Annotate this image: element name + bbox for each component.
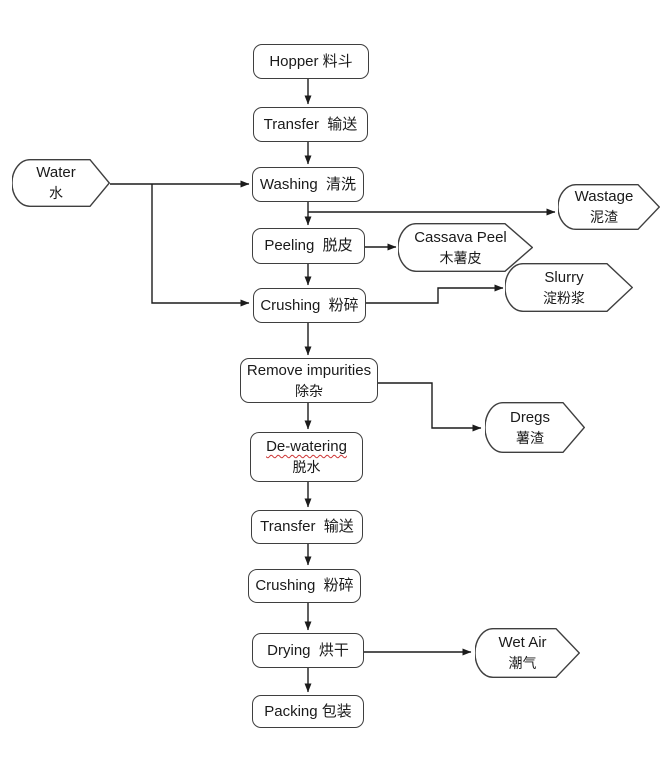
terminator-shape (505, 263, 633, 312)
process-box-label: Crushing 粉碎 (255, 577, 354, 594)
terminator-label-zh: 水 (49, 185, 63, 201)
terminator-label-en: Wastage (574, 188, 634, 205)
terminator-label-en: Slurry (544, 268, 584, 286)
terminator-label-zh: 薯渣 (516, 429, 544, 446)
process-box-crushing-2: Crushing 粉碎 (248, 569, 361, 603)
terminator-shape (485, 402, 585, 453)
process-box-drying: Drying 烘干 (252, 633, 364, 668)
process-box-hopper: Hopper 料斗 (253, 44, 369, 79)
terminator-cassava-peel: Cassava Peel 木薯皮 (398, 223, 533, 272)
process-box-label: Crushing 粉碎 (260, 296, 359, 314)
process-box-peeling: Peeling 脱皮 (252, 228, 365, 264)
process-box-transfer-1: Transfer 输送 (253, 107, 368, 142)
terminator-water: Water 水 (12, 159, 110, 207)
process-box-label: Packing 包装 (264, 702, 352, 720)
terminator-wastage: Wastage 泥渣 (558, 184, 660, 230)
process-box-label-zh: 脱水 (292, 459, 321, 475)
process-box-label-en: Remove impurities (246, 361, 372, 379)
process-box-transfer-2: Transfer 输送 (251, 510, 363, 544)
terminator-shape (12, 159, 110, 207)
terminator-label-en: Wet Air (498, 634, 547, 651)
process-box-label: Transfer 输送 (260, 518, 354, 535)
process-box-dewatering: De-watering 脱水 (250, 432, 363, 482)
terminator-label-zh: 泥渣 (590, 209, 618, 225)
terminator-wet-air: Wet Air 潮气 (475, 628, 580, 678)
terminator-label-zh: 木薯皮 (439, 249, 482, 266)
terminator-shape (398, 223, 533, 272)
terminator-label-en: Cassava Peel (414, 228, 507, 246)
process-box-label: Drying 烘干 (267, 641, 349, 659)
process-box-packing: Packing 包装 (252, 695, 364, 728)
connector-crushing-slurry (366, 284, 504, 304)
connector-remove-impurities-dregs (378, 382, 482, 432)
terminator-shape (558, 184, 660, 230)
terminator-label-en: Water (36, 164, 76, 181)
terminator-label-zh: 潮气 (508, 655, 537, 671)
terminator-label-zh: 淀粉浆 (543, 289, 585, 306)
process-box-remove-impurities: Remove impurities 除杂 (240, 358, 378, 403)
process-box-label: Transfer 输送 (263, 115, 358, 133)
process-box-label: Hopper 料斗 (269, 52, 353, 70)
process-box-label: Washing 清洗 (259, 175, 357, 193)
process-box-label: Peeling 脱皮 (264, 237, 353, 254)
process-box-label-en: De-watering (266, 438, 347, 455)
process-box-label-zh: 除杂 (295, 382, 323, 399)
terminator-dregs: Dregs 薯渣 (485, 402, 585, 453)
process-box-washing: Washing 清洗 (252, 167, 364, 202)
process-box-crushing-1: Crushing 粉碎 (253, 288, 366, 323)
terminator-shape (475, 628, 580, 678)
terminator-slurry: Slurry 淀粉浆 (505, 263, 633, 312)
terminator-label-en: Dregs (509, 408, 550, 426)
connector-water-crushing (151, 184, 250, 307)
